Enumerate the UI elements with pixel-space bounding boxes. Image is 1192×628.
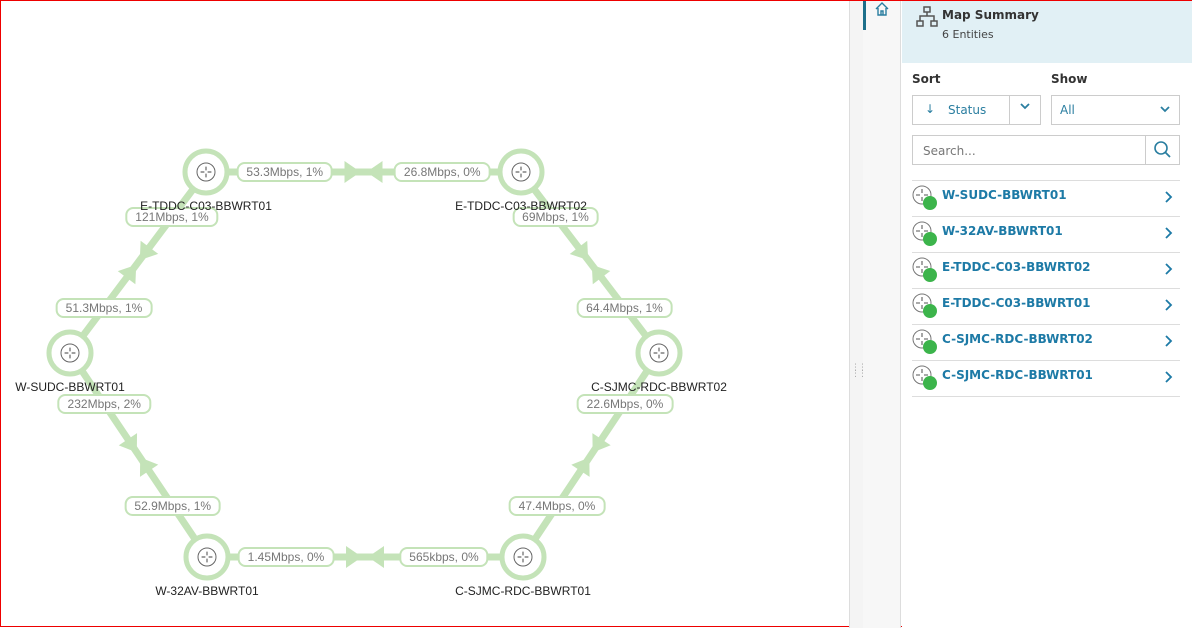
entity-name[interactable]: C-SJMC-RDC-BBWRT01 [942, 368, 1093, 382]
entity-list: W-SUDC-BBWRT01 W-32AV-BBWRT01 E-TDDC-C03… [912, 180, 1180, 397]
router-status-icon [912, 329, 937, 354]
panel-title: Map Summary [942, 8, 1039, 22]
arrow-from-icon [592, 433, 611, 453]
home-icon[interactable] [874, 1, 890, 22]
node-label[interactable]: W-SUDC-BBWRT01 [15, 380, 125, 394]
router-node[interactable] [183, 533, 231, 581]
entity-list-item[interactable]: W-SUDC-BBWRT01 [912, 181, 1180, 217]
show-value: All [1060, 103, 1075, 117]
node-label[interactable]: E-TDDC-C03-BBWRT02 [455, 199, 587, 213]
node-label[interactable]: C-SJMC-RDC-BBWRT02 [591, 380, 727, 394]
search-placeholder: Search... [923, 144, 976, 158]
link-utilization-label[interactable]: 69Mbps, 1% [512, 207, 599, 228]
entity-list-item[interactable]: C-SJMC-RDC-BBWRT02 [912, 325, 1180, 361]
search-icon [1154, 141, 1171, 158]
router-node[interactable] [635, 329, 683, 377]
arrow-from-icon [368, 546, 384, 568]
selected-indicator [863, 1, 866, 30]
show-label: Show [1051, 72, 1088, 86]
chevron-down-icon [1159, 103, 1171, 118]
summary-header: Map Summary 6 Entities [902, 1, 1192, 63]
router-status-icon [912, 221, 937, 246]
arrow-to-icon [139, 240, 159, 261]
side-rail [863, 1, 901, 628]
link-utilization-label[interactable]: 1.45Mbps, 0% [237, 547, 335, 567]
router-status-icon [912, 365, 937, 390]
chevron-right-icon[interactable] [1164, 298, 1174, 316]
chevron-right-icon[interactable] [1164, 370, 1174, 388]
entity-name[interactable]: E-TDDC-C03-BBWRT02 [942, 260, 1091, 274]
entity-name[interactable]: C-SJMC-RDC-BBWRT02 [942, 332, 1093, 346]
entity-count: 6 Entities [942, 28, 994, 41]
link-utilization-label[interactable]: 565kbps, 0% [399, 547, 489, 567]
entity-name[interactable]: E-TDDC-C03-BBWRT01 [942, 296, 1091, 310]
router-status-icon [912, 185, 937, 210]
link-line[interactable] [67, 169, 209, 356]
link-utilization-label[interactable]: 52.9Mbps, 1% [124, 496, 222, 516]
arrow-from-icon [344, 161, 361, 183]
entity-name[interactable]: W-32AV-BBWRT01 [942, 224, 1063, 238]
link-utilization-label[interactable]: 22.6Mbps, 0% [576, 394, 674, 414]
entity-list-item[interactable]: E-TDDC-C03-BBWRT01 [912, 289, 1180, 325]
arrow-from-icon [139, 457, 159, 477]
link-utilization-label[interactable]: 232Mbps, 2% [57, 394, 151, 414]
router-status-icon [912, 257, 937, 282]
chevron-right-icon[interactable] [1164, 226, 1174, 244]
network-map[interactable]: 53.3Mbps, 1% 26.8Mbps, 0% 69Mbps, 1% 64.4Mb… [1, 1, 849, 628]
link-utilization-label[interactable]: 51.3Mbps, 1% [55, 297, 153, 318]
node-label[interactable]: C-SJMC-RDC-BBWRT01 [455, 584, 591, 598]
link-utilization-label[interactable]: 26.8Mbps, 0% [393, 162, 491, 182]
node-label[interactable]: E-TDDC-C03-BBWRT01 [140, 199, 272, 213]
router-node[interactable] [182, 148, 230, 196]
link-utilization-label[interactable]: 53.3Mbps, 1% [236, 162, 334, 182]
link-line[interactable] [520, 351, 662, 559]
link-utilization-label[interactable]: 64.4Mbps, 1% [576, 297, 673, 318]
search-input[interactable]: Search... [912, 135, 1180, 165]
router-node[interactable] [497, 148, 545, 196]
arrow-to-icon [571, 457, 590, 477]
map-summary-panel: Map Summary 6 Entities Sort Show ↓ Statu… [902, 1, 1192, 628]
entity-list-item[interactable]: W-32AV-BBWRT01 [912, 217, 1180, 253]
chevron-down-icon[interactable] [1009, 96, 1040, 124]
entity-name[interactable]: W-SUDC-BBWRT01 [942, 188, 1067, 202]
entity-list-item[interactable]: C-SJMC-RDC-BBWRT01 [912, 361, 1180, 397]
arrow-to-icon [118, 433, 138, 453]
splitter-grip-icon[interactable]: ⋮⋮⋮⋮ [851, 363, 867, 379]
chevron-right-icon[interactable] [1164, 190, 1174, 208]
sort-direction-icon[interactable]: ↓ [925, 102, 936, 116]
search-button[interactable] [1145, 136, 1179, 164]
sort-dropdown[interactable]: ↓ Status [912, 95, 1041, 125]
sort-value: Status [948, 103, 987, 117]
link-utilization-label[interactable]: 47.4Mbps, 0% [508, 496, 606, 516]
chevron-right-icon[interactable] [1164, 262, 1174, 280]
link-utilization-label[interactable]: 121Mbps, 1% [125, 207, 219, 228]
arrow-from-icon [569, 240, 589, 261]
sort-label: Sort [912, 72, 941, 86]
node-label[interactable]: W-32AV-BBWRT01 [155, 584, 259, 598]
arrow-to-icon [346, 546, 362, 568]
link-line[interactable] [67, 351, 210, 559]
arrow-from-icon [117, 264, 137, 285]
arrow-to-icon [591, 264, 611, 285]
arrow-to-icon [366, 161, 383, 183]
chevron-right-icon[interactable] [1164, 334, 1174, 352]
panel-splitter[interactable]: ⋮⋮⋮⋮ [849, 1, 867, 628]
entity-list-item[interactable]: E-TDDC-C03-BBWRT02 [912, 253, 1180, 289]
show-dropdown[interactable]: All [1051, 95, 1180, 125]
router-node[interactable] [46, 329, 94, 377]
link-line[interactable] [518, 169, 662, 356]
router-node[interactable] [499, 533, 547, 581]
router-status-icon [912, 293, 937, 318]
topology-icon [916, 6, 938, 27]
